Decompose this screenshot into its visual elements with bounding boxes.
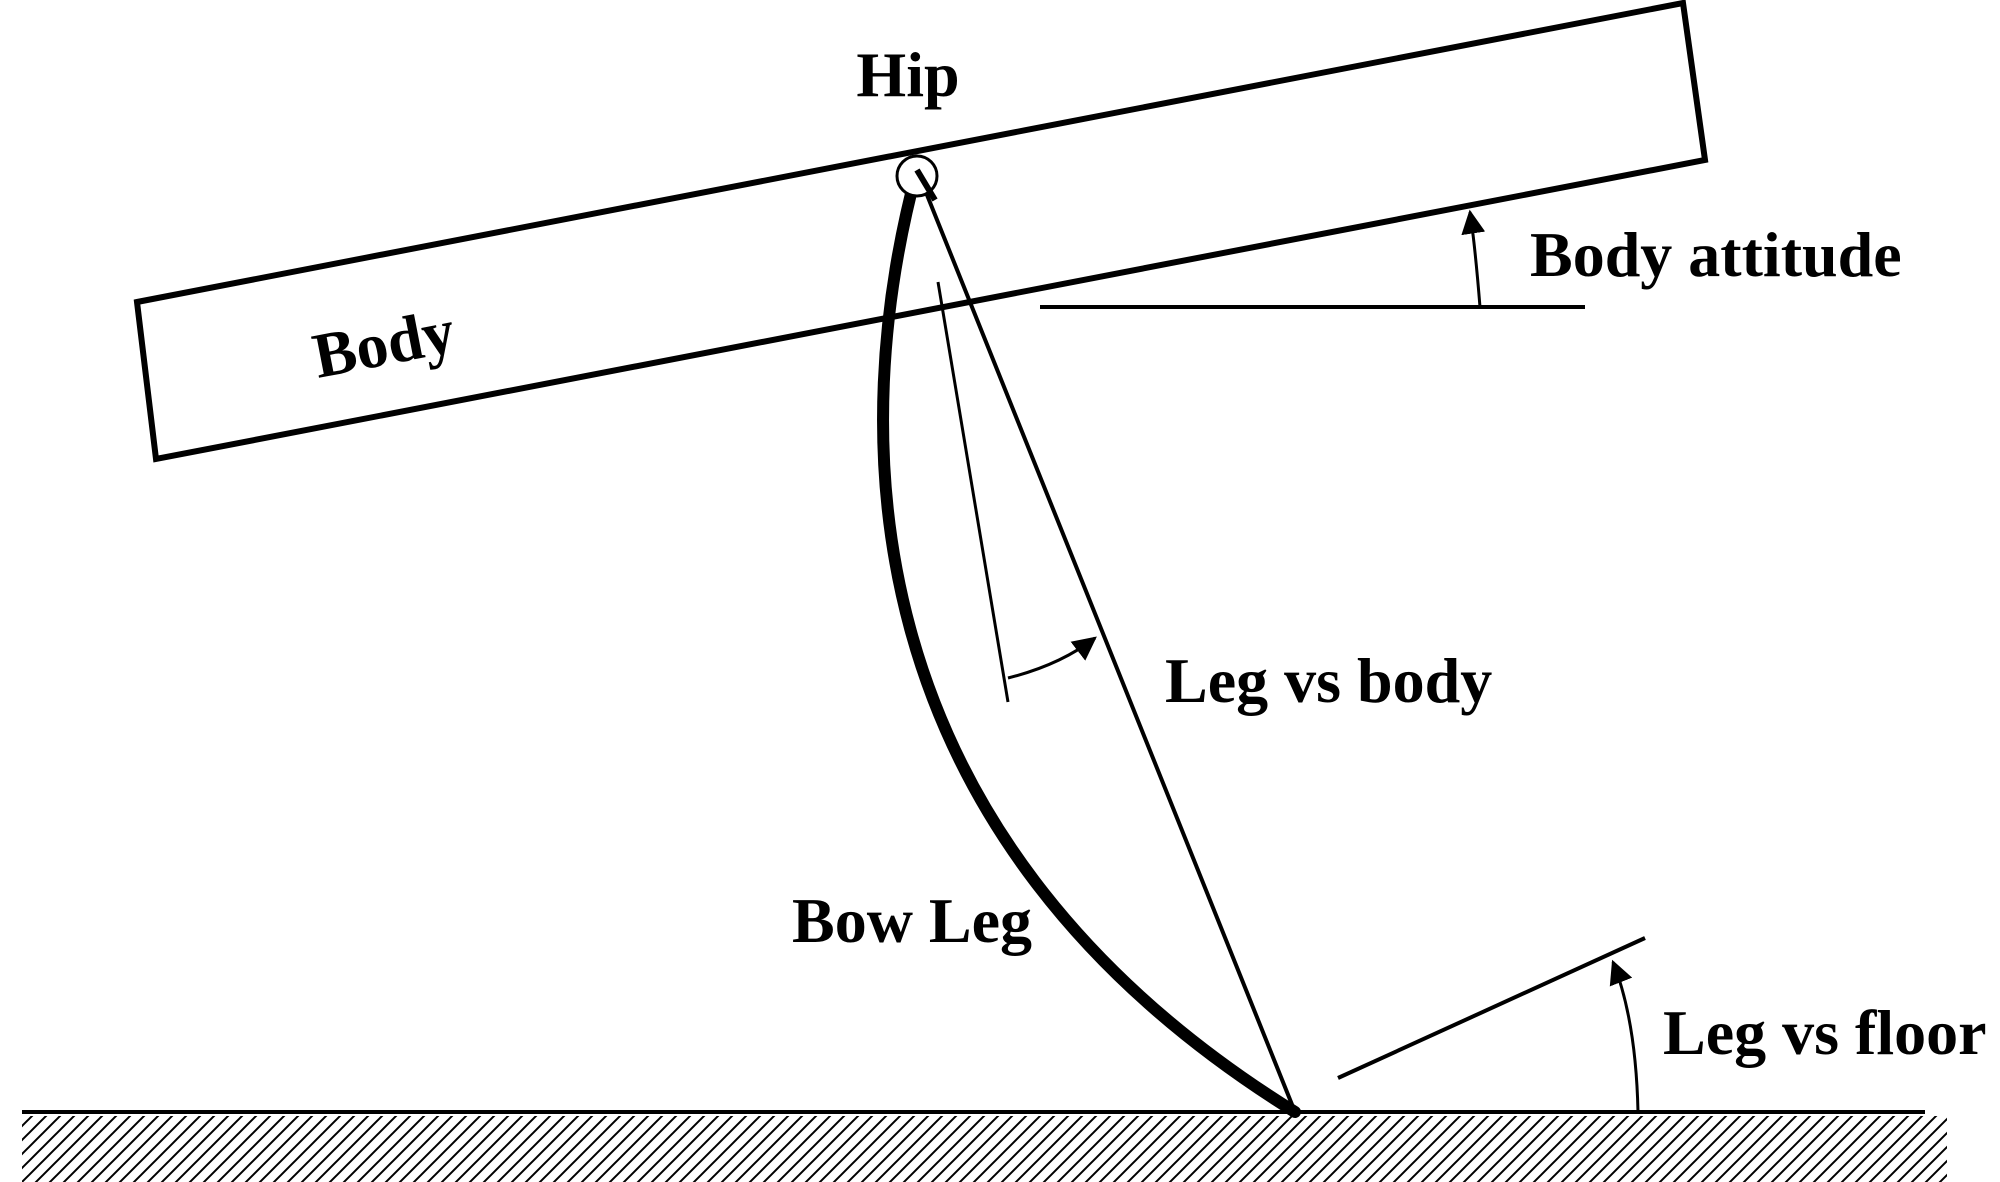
leg-vs-floor-label: Leg vs floor xyxy=(1663,997,1987,1068)
leg-vs-body-arc xyxy=(1007,636,1097,680)
bow-leg-label: Bow Leg xyxy=(792,885,1032,956)
leg-chord-line xyxy=(915,169,1297,1113)
leg-vs-floor-arc xyxy=(1609,959,1640,1113)
body-rectangle xyxy=(133,0,1709,463)
floor-hatching xyxy=(22,1116,1947,1182)
body-normal-line xyxy=(936,281,1010,703)
bow-leg-curve xyxy=(877,164,1301,1118)
body-attitude-arc xyxy=(1461,209,1486,308)
leg-vs-body-label: Leg vs body xyxy=(1165,645,1492,716)
body-attitude-label: Body attitude xyxy=(1530,219,1902,290)
floor xyxy=(22,1110,1947,1182)
leg-vs-floor-reference-line xyxy=(1337,936,1646,1080)
hip-label: Hip xyxy=(856,39,959,110)
